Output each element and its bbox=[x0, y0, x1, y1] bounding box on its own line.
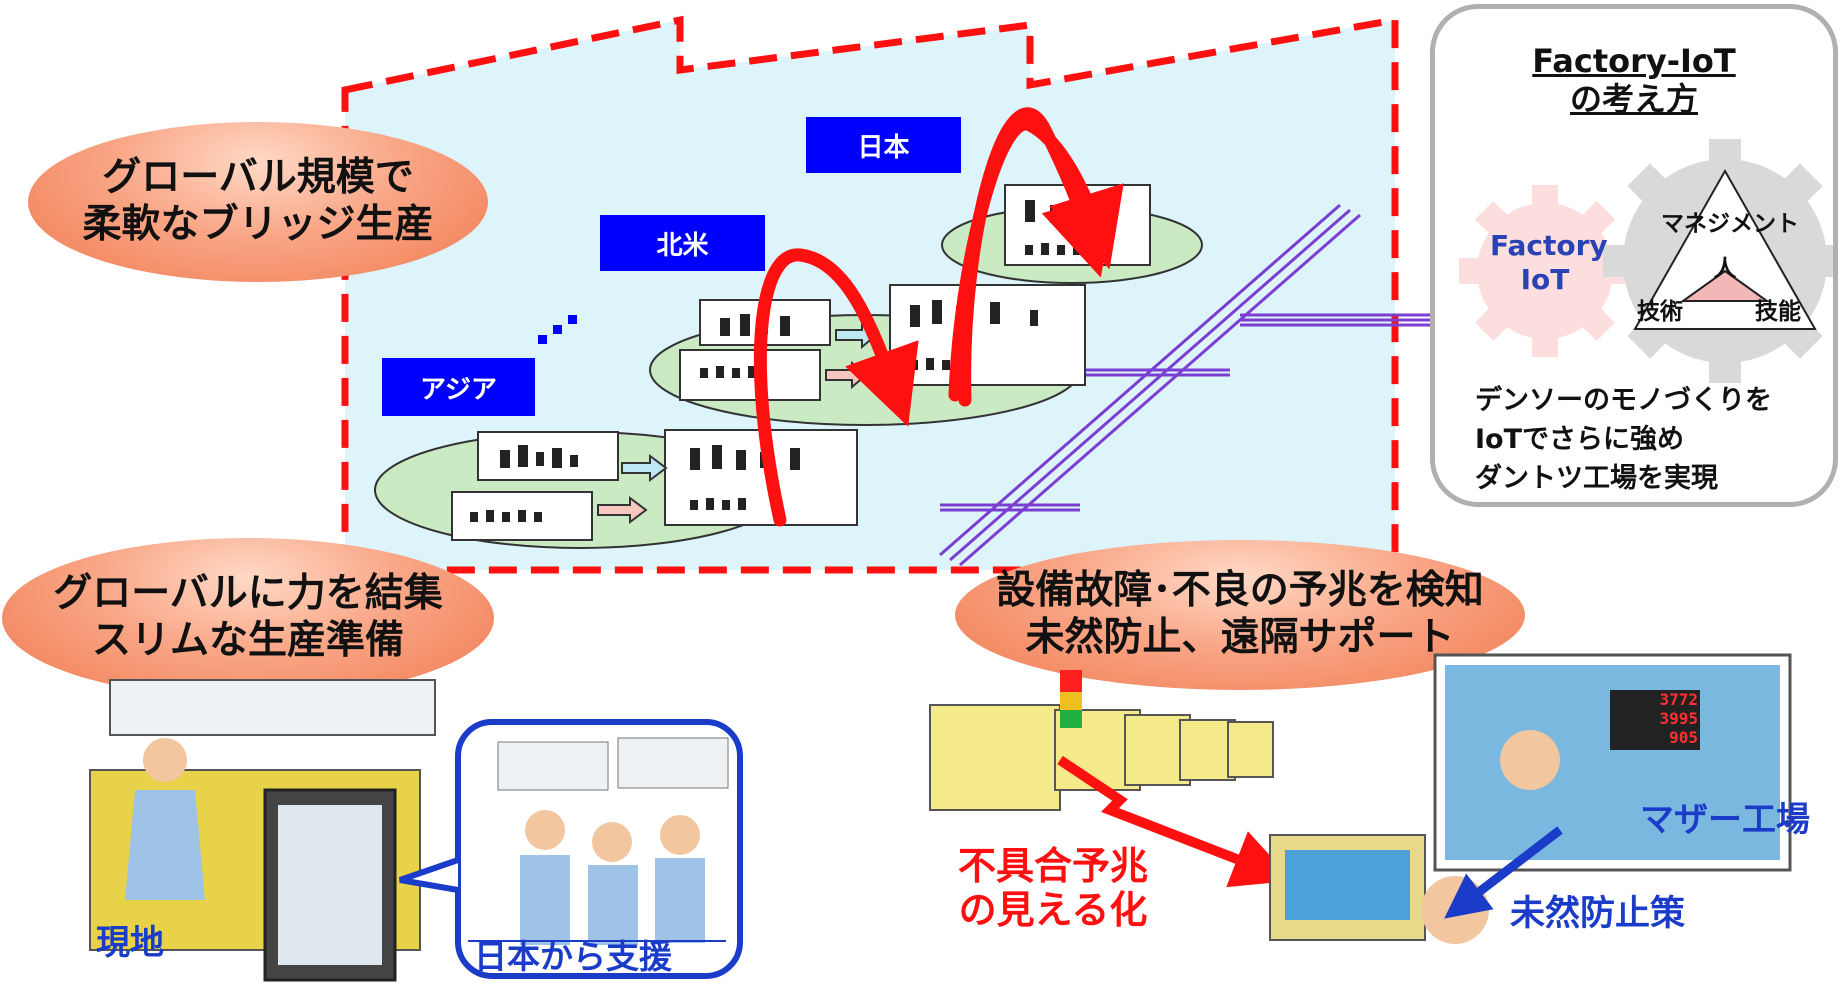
bubble-predict-line2: 未然防止、遠隔サポート bbox=[1025, 615, 1455, 660]
bubble-lean-line1: グローバルに力を結集 bbox=[53, 571, 443, 617]
triangle-center bbox=[1679, 269, 1771, 302]
triangle-top-label: マネジメント bbox=[1661, 211, 1799, 237]
bubble-flexible-bridge-production: グローバル規模で 柔軟なブリッジ生産 bbox=[28, 122, 488, 282]
bubble-predictive-maintenance: 設備故障･不良の予兆を検知 未然防止、遠隔サポート bbox=[955, 540, 1525, 690]
bridge-production-arrows-2 bbox=[948, 117, 1124, 402]
concept-gears-diagram bbox=[1459, 139, 1833, 383]
panel-title-line2: の考え方 bbox=[1569, 79, 1698, 118]
triangle-left-label: 技術 bbox=[1637, 299, 1683, 325]
machine-row bbox=[929, 704, 1274, 811]
factory-cards-north-america bbox=[679, 284, 1086, 401]
region-asia-text: アジア bbox=[420, 374, 497, 405]
visualize-line2: の見える化 bbox=[958, 887, 1148, 932]
prevention-measures-label: 未然防止策 bbox=[1510, 894, 1686, 934]
triangle-right-label: 技能 bbox=[1755, 299, 1801, 325]
region-label-japan: 日本 bbox=[806, 117, 961, 173]
bubble-lean-preparation: グローバルに力を結集 スリムな生産準備 bbox=[2, 538, 494, 698]
panel-description: デンソーのモノづくりを IoTでさらに強め ダントツ工場を実現 bbox=[1475, 381, 1772, 498]
bubble-predict-line1: 設備故障･不良の予兆を検知 bbox=[996, 568, 1484, 614]
display-digits: 3772 3995 905 bbox=[1612, 690, 1698, 748]
region-north-america-text: 北米 bbox=[656, 230, 709, 261]
support-from-japan-label: 日本から支援 bbox=[474, 937, 672, 976]
region-label-asia: アジア bbox=[382, 358, 535, 416]
mother-factory-label: マザー工場 bbox=[1640, 800, 1810, 840]
panel-description-line1: デンソーのモノづくりを bbox=[1475, 385, 1772, 416]
panel-title: Factory-IoT の考え方 bbox=[1435, 42, 1833, 119]
factory-iot-concept-panel: Factory-IoT の考え方 Factory IoT bbox=[1430, 4, 1838, 507]
prevention-arrow bbox=[1444, 826, 1563, 919]
triangle-center-label: 人 bbox=[1713, 256, 1737, 282]
digit-readout-3: 905 bbox=[1669, 728, 1698, 748]
digit-readout-1: 3772 bbox=[1659, 690, 1698, 709]
wall-monitors bbox=[109, 679, 436, 736]
bubble-flexible-line1: グローバル規模で bbox=[102, 155, 414, 201]
signal-tower-icon bbox=[1060, 670, 1082, 728]
triangle-outer bbox=[1633, 168, 1817, 330]
gear-label: Factory IoT bbox=[1490, 229, 1608, 296]
panel-title-line1: Factory-IoT bbox=[1532, 42, 1736, 80]
bubble-lean-line2: スリムな生産準備 bbox=[91, 618, 404, 663]
panel-description-line2: IoTでさらに強め bbox=[1475, 424, 1685, 456]
digit-readout-2: 3995 bbox=[1659, 709, 1698, 729]
gear-label-line2: IoT bbox=[1520, 262, 1570, 296]
region-japan-text: 日本 bbox=[857, 132, 910, 163]
operator-head bbox=[1421, 876, 1489, 944]
worker-head bbox=[143, 738, 187, 782]
region-label-north-america: 北米 bbox=[600, 215, 765, 271]
panel-description-line3: ダントツ工場を実現 bbox=[1475, 463, 1718, 495]
bubble-flexible-line2: 柔軟なブリッジ生産 bbox=[82, 202, 434, 247]
network-rails bbox=[939, 203, 1440, 567]
visualize-signs-label: 不具合予兆 の見える化 bbox=[958, 844, 1149, 932]
local-site-label: 現地 bbox=[96, 923, 164, 963]
ellipsis-dots bbox=[538, 315, 577, 344]
alert-arrow bbox=[1057, 755, 1293, 888]
visualize-line1: 不具合予兆 bbox=[958, 844, 1149, 888]
gear-label-line1: Factory bbox=[1490, 229, 1608, 262]
